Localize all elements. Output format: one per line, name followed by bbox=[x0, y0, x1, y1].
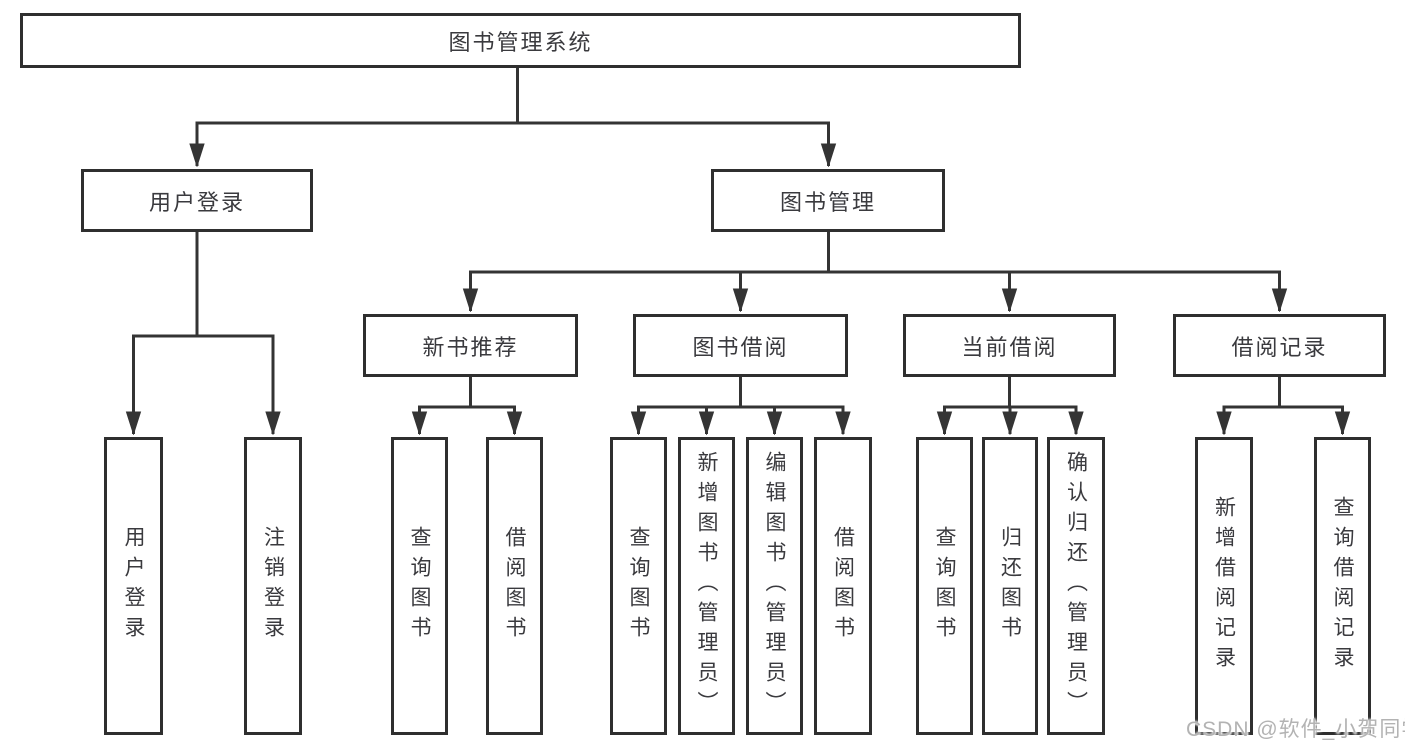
node-new-books-borrow: 借阅图书 bbox=[486, 437, 543, 735]
node-current-borrow-confirm: 确认归还（管理员） bbox=[1047, 437, 1105, 735]
node-borrow-records: 借阅记录 bbox=[1173, 314, 1386, 377]
connector-current-borrow-children bbox=[945, 377, 1077, 434]
connector-root-to-level2 bbox=[197, 68, 829, 166]
connector-new-books-children bbox=[420, 377, 515, 434]
node-current-borrow-query: 查询图书 bbox=[916, 437, 973, 735]
node-new-books-query: 查询图书 bbox=[391, 437, 448, 735]
connector-borrow-records-children bbox=[1224, 377, 1343, 434]
node-book-borrow-add: 新增图书（管理员） bbox=[678, 437, 735, 735]
node-root: 图书管理系统 bbox=[20, 13, 1021, 68]
node-current-borrow: 当前借阅 bbox=[903, 314, 1116, 377]
node-current-borrow-return: 归还图书 bbox=[982, 437, 1038, 735]
connector-user-login-children bbox=[134, 232, 274, 434]
connector-book-borrow-children bbox=[639, 377, 844, 434]
connector-book-mgmt-to-level3 bbox=[471, 232, 1280, 311]
node-book-borrow: 图书借阅 bbox=[633, 314, 848, 377]
node-book-borrow-borrow: 借阅图书 bbox=[814, 437, 872, 735]
node-new-books: 新书推荐 bbox=[363, 314, 578, 377]
node-borrow-records-query: 查询借阅记录 bbox=[1314, 437, 1371, 735]
node-user-login-logout: 注销登录 bbox=[244, 437, 302, 735]
watermark-text: CSDN @软件_小贺同学 bbox=[1186, 718, 1405, 741]
node-borrow-records-add: 新增借阅记录 bbox=[1195, 437, 1253, 735]
node-book-borrow-edit: 编辑图书（管理员） bbox=[746, 437, 803, 735]
node-user-login: 用户登录 bbox=[81, 169, 313, 232]
node-book-borrow-query: 查询图书 bbox=[610, 437, 667, 735]
node-book-mgmt: 图书管理 bbox=[711, 169, 945, 232]
node-user-login-login: 用户登录 bbox=[104, 437, 163, 735]
